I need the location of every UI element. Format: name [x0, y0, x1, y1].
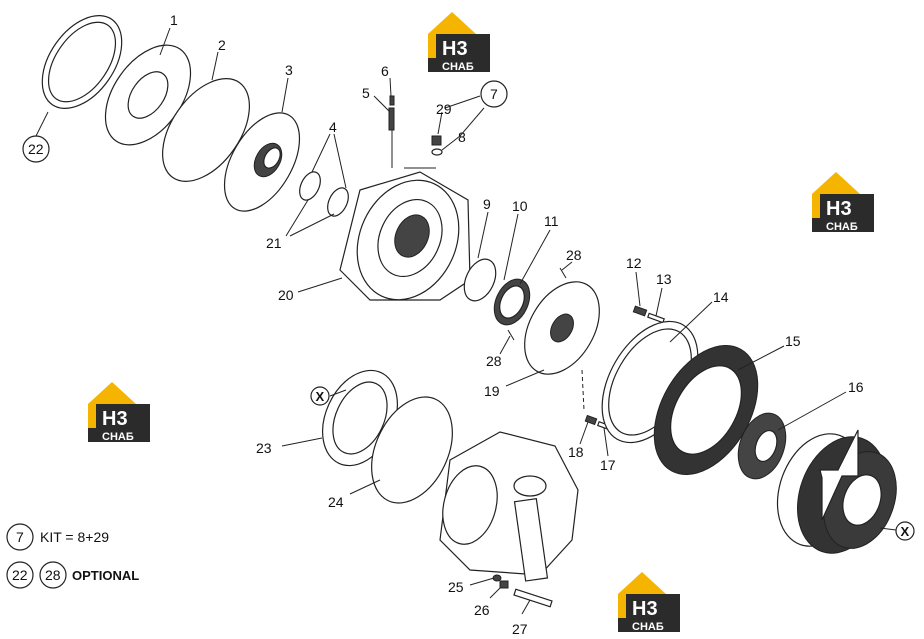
part-disc-15 [653, 345, 759, 475]
callout-7: 7 [490, 86, 498, 102]
callout-4: 4 [329, 119, 337, 135]
brand-logo: H3 СНАБ [812, 172, 874, 233]
part-seal-22 [41, 15, 123, 109]
svg-text:X: X [901, 524, 910, 539]
callout-28-lower: 28 [486, 353, 502, 369]
callout-5: 5 [362, 85, 370, 101]
part-oring-2 [162, 78, 250, 182]
callout-28-upper: 28 [566, 247, 582, 263]
logo-sub-text: СНАБ [826, 221, 858, 233]
callout-12: 12 [626, 255, 642, 271]
callout-13: 13 [656, 271, 672, 287]
callout-11: 11 [544, 213, 559, 229]
callout-1: 1 [170, 12, 178, 28]
part-ring-9 [463, 258, 497, 302]
part-plate-3 [223, 112, 301, 212]
part-ring-1 [104, 44, 192, 146]
part-axle-housing [439, 431, 579, 582]
part-bolt-27 [513, 588, 553, 608]
leader-lines [35, 27, 897, 615]
part-ring-4b [327, 187, 349, 217]
brand-logo: H3 СНАБ [88, 382, 150, 443]
part-disc-pack [776, 429, 897, 554]
callout-14: 14 [713, 289, 729, 305]
callout-23: 23 [256, 440, 272, 456]
callout-17: 17 [600, 457, 616, 473]
logo-sub-text: СНАБ [102, 431, 134, 443]
part-oring-24 [371, 396, 453, 504]
callout-7-circle: 7 [480, 80, 508, 108]
svg-text:X: X [316, 389, 325, 404]
legend-optional-text: OPTIONAL [72, 568, 139, 583]
callout-6: 6 [381, 63, 389, 79]
callout-16: 16 [848, 379, 864, 395]
callout-25: 25 [448, 579, 464, 595]
part-gear-16 [737, 412, 787, 480]
legend: 7 KIT = 8+29 22 28 OPTIONAL [6, 523, 139, 589]
logo-main-text: H3 [826, 198, 852, 220]
callout-9: 9 [483, 196, 491, 212]
callout-29: 29 [436, 101, 452, 117]
legend-optional-a: 22 [12, 567, 28, 583]
callout-27: 27 [512, 621, 528, 637]
x-marker-left: X [310, 386, 330, 406]
part-ring-4a [299, 171, 321, 201]
legend-kit-row: 7 KIT = 8+29 [6, 523, 109, 551]
legend-kit-number: 7 [16, 529, 24, 545]
callout-19: 19 [484, 383, 500, 399]
logo-sub-text: СНАБ [632, 621, 664, 633]
part-plug-29 [431, 135, 442, 146]
callout-8: 8 [458, 129, 466, 145]
part-housing-20 [339, 171, 471, 301]
part-seal-10 [493, 278, 531, 326]
brand-logo: H3 СНАБ [428, 12, 490, 73]
callout-3: 3 [285, 62, 293, 78]
logo-main-text: H3 [102, 408, 128, 430]
part-washer-8 [431, 148, 443, 156]
callout-24: 24 [328, 494, 344, 510]
callout-20: 20 [278, 287, 294, 303]
part-pin-13 [647, 312, 665, 324]
logo-main-text: H3 [442, 38, 468, 60]
part-screw-18 [584, 414, 598, 426]
callout-labels: 1 2 3 4 5 6 7 8 29 9 10 11 12 13 14 15 1… [22, 12, 864, 637]
part-carrier-19 [524, 281, 600, 375]
callout-10: 10 [512, 198, 528, 214]
callout-22-circle: 22 [22, 135, 50, 163]
callout-21: 21 [266, 235, 282, 251]
legend-optional-b: 28 [45, 567, 61, 583]
callout-18: 18 [568, 444, 584, 460]
callout-22: 22 [28, 141, 44, 157]
logo-sub-text: СНАБ [442, 61, 474, 73]
brand-logo: H3 СНАБ [618, 572, 680, 633]
part-pin-28a [559, 267, 567, 279]
callout-26: 26 [474, 602, 490, 618]
callout-2: 2 [218, 37, 226, 53]
logo-main-text: H3 [632, 598, 658, 620]
part-nut-26 [499, 580, 509, 589]
part-bolt-6 [389, 95, 395, 106]
legend-optional-row: 22 28 OPTIONAL [6, 561, 139, 589]
callout-15: 15 [785, 333, 801, 349]
legend-kit-text: KIT = 8+29 [40, 529, 109, 545]
x-marker-right: X [895, 521, 915, 541]
part-washer-25 [492, 574, 502, 582]
part-pin-28b [507, 329, 515, 341]
part-screw-12 [632, 305, 648, 317]
